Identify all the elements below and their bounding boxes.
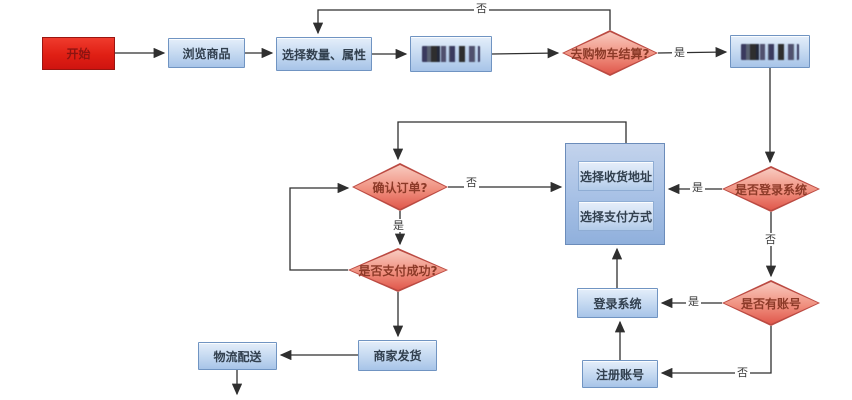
edge-label-checkout-yes: 是 [672,46,687,59]
node-checkout-options-group: 选择收货地址 选择支付方式 [565,143,665,245]
decision-label: 确认订单? [372,180,428,195]
node-decision-logged-in: 是否登录系统 [722,166,820,212]
edge-label-hasaccount-no: 否 [735,366,750,379]
edge-label-loggedin-no: 否 [763,233,778,246]
edge-label-confirm-yes: 是 [391,219,406,232]
node-decision-checkout: 去购物车结算? [562,30,658,76]
node-decision-has-account: 是否有账号 [722,280,820,326]
edge-label-loggedin-yes: 是 [690,181,705,194]
decision-label: 去购物车结算? [570,46,650,61]
node-obscured-top-right [730,35,810,68]
node-merchant-ship: 商家发货 [358,340,437,371]
edge-label-hasaccount-yes: 是 [686,295,701,308]
node-decision-payment-success: 是否支付成功? [348,248,448,292]
edge-checkout-yes [657,46,728,58]
decision-label: 是否支付成功? [358,263,438,278]
pixelated-text [422,46,480,62]
edge-cart-checkout [491,47,560,59]
edge-label-top-no: 否 [474,2,489,15]
node-choose-address: 选择收货地址 [578,161,654,191]
decision-label: 是否有账号 [740,296,801,311]
node-obscured-cart [410,36,492,72]
node-logistics-delivery: 物流配送 [198,342,277,370]
edge-checkout-no-loop [312,9,611,35]
node-start: 开始 [42,37,115,70]
node-register-account: 注册账号 [582,360,658,388]
edge-payment-loop [289,182,350,271]
node-decision-confirm-order: 确认订单? [352,163,448,211]
node-select-quantity: 选择数量、属性 [276,37,372,71]
node-choose-payment: 选择支付方式 [578,201,654,231]
edge-bigbox-confirm-loop [392,121,627,161]
pixelated-text [741,43,799,60]
node-login-system: 登录系统 [577,288,658,318]
edge-label-confirm-no: 否 [464,176,479,189]
node-browse-products: 浏览商品 [168,38,245,68]
edge-hasaccount-no [660,326,772,379]
decision-label: 是否登录系统 [734,182,807,197]
